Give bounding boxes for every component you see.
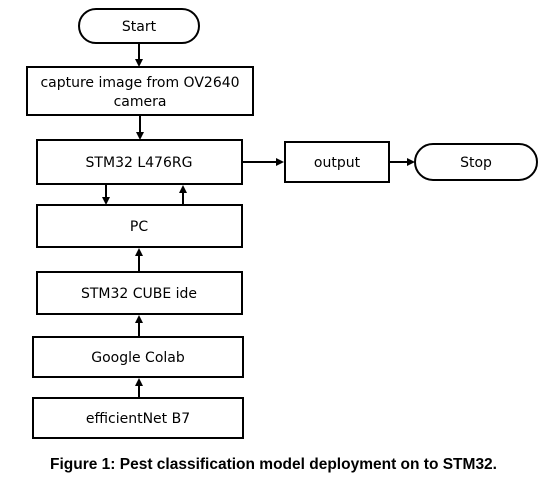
flowchart: Start capture image from OV2640 camera S… — [26, 8, 538, 439]
start-label: Start — [122, 19, 157, 35]
pc-box — [36, 204, 243, 248]
stop-label: Stop — [460, 155, 492, 171]
figure-caption: Figure 1: Pest classification model depl… — [49, 456, 497, 473]
capture-box — [26, 66, 254, 116]
capture-label-line1: capture image from OV2640 — [40, 75, 239, 91]
colab-label: Google Colab — [91, 350, 185, 366]
stm32-label: STM32 L476RG — [86, 155, 193, 171]
efficientnet-label: efficientNet B7 — [86, 411, 190, 427]
capture-label-line2: camera — [114, 94, 167, 110]
stop-terminator — [414, 143, 538, 181]
efficientnet-box — [32, 397, 244, 439]
cube-label: STM32 CUBE ide — [81, 286, 197, 302]
colab-box — [32, 336, 244, 378]
output-label: output — [314, 155, 361, 171]
cube-box — [36, 271, 243, 315]
pc-label: PC — [130, 219, 148, 235]
